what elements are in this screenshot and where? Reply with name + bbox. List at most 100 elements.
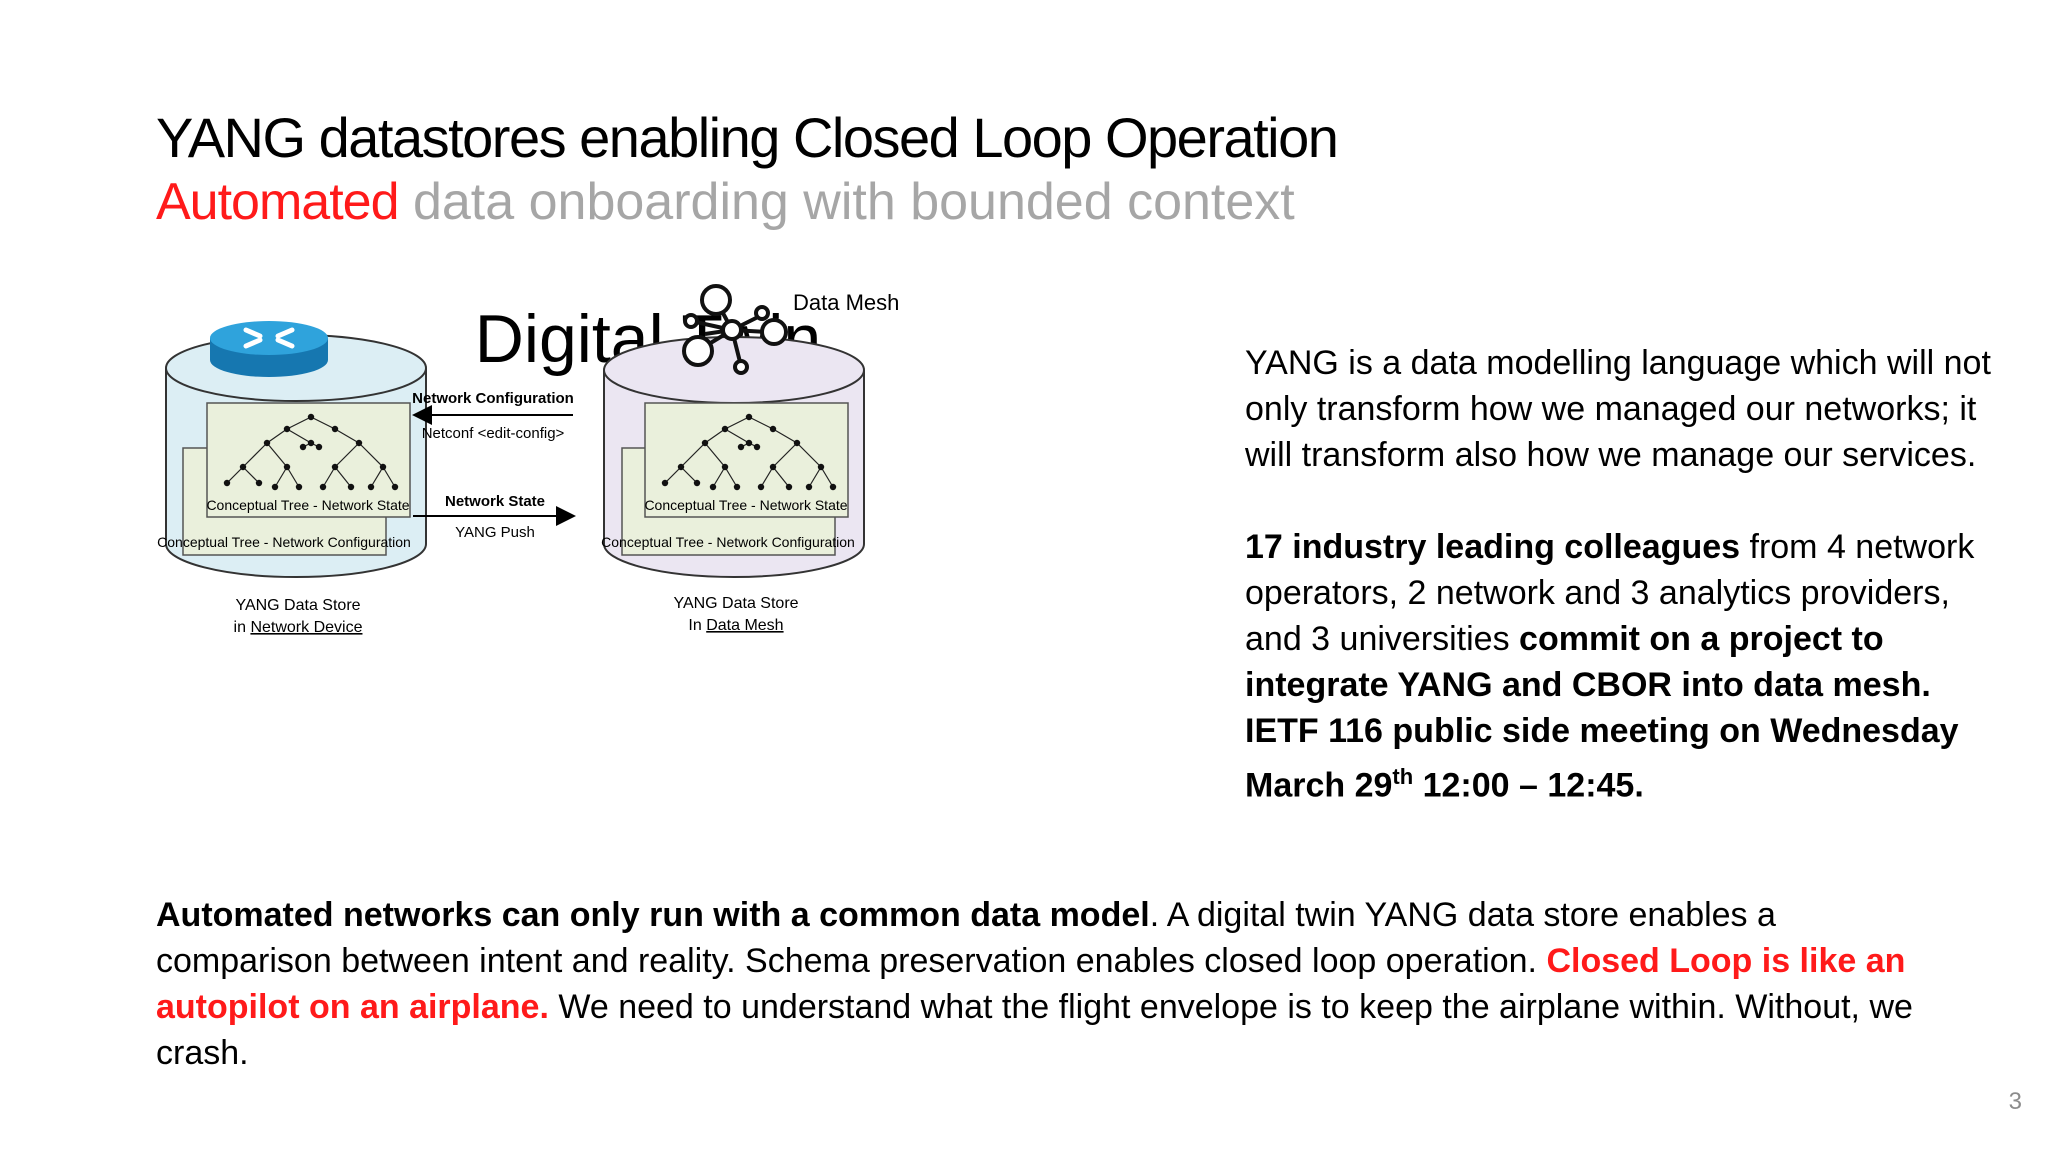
tree-edge — [680, 442, 706, 468]
left-state-tree — [223, 413, 399, 491]
right-caption-line2: In Data Mesh — [688, 617, 783, 634]
tree-node — [693, 479, 701, 487]
tree-node — [367, 483, 375, 491]
tree-edge — [358, 442, 384, 468]
tree-node — [315, 443, 323, 451]
right-caption-line1: YANG Data Store — [673, 595, 798, 612]
tree-node — [737, 443, 745, 451]
tree-edge — [772, 466, 790, 488]
tree-edge — [680, 466, 698, 484]
tree-node — [283, 425, 291, 433]
slide-title: YANG datastores enabling Closed Loop Ope… — [156, 106, 1339, 169]
tree-edge — [310, 416, 336, 430]
tree-edge — [796, 442, 822, 468]
tree-node — [805, 483, 813, 491]
right-config-tree-label: Conceptual Tree - Network Configuration — [601, 534, 855, 550]
tree-node — [319, 483, 327, 491]
tree-node — [355, 439, 363, 447]
tree-node — [757, 483, 765, 491]
tree-edge — [772, 428, 798, 444]
tree-node — [331, 463, 339, 471]
tree-node — [701, 439, 709, 447]
tree-node — [793, 439, 801, 447]
tree-edge — [808, 466, 822, 488]
tree-edge — [382, 466, 396, 488]
tree-edge — [724, 466, 738, 488]
tree-edge — [286, 466, 300, 488]
tree-node — [307, 413, 315, 421]
tree-node — [379, 463, 387, 471]
right-state-tree — [661, 413, 837, 491]
tree-node — [239, 463, 247, 471]
tree-node — [295, 483, 303, 491]
tree-edge — [370, 466, 384, 488]
tree-edge — [322, 466, 336, 488]
tree-edge — [226, 466, 244, 484]
tree-edge — [242, 466, 260, 484]
tree-node — [391, 483, 399, 491]
arrow-config-title: Network Configuration — [412, 390, 574, 407]
tree-node — [829, 483, 837, 491]
right-state-tree-panel: Conceptual Tree - Network State — [644, 402, 849, 518]
page-number: 3 — [2008, 1088, 2022, 1115]
left-config-tree-label: Conceptual Tree - Network Configuration — [157, 534, 411, 550]
right-caption-link: Data Mesh — [706, 617, 783, 634]
highlight-text: Closed Loop is like an autopilot on an a… — [156, 942, 1906, 1026]
right-paragraph-1: YANG is a data modelling language which … — [1245, 344, 1991, 474]
arrow-state-title: Network State — [445, 493, 545, 510]
tree-node — [721, 463, 729, 471]
tree-edge — [266, 428, 288, 444]
tree-node — [307, 439, 315, 447]
slide-subtitle: Automated data onboarding with bounded c… — [156, 170, 1295, 234]
tree-node — [769, 425, 777, 433]
tree-node — [733, 483, 741, 491]
subtitle-accent: Automated — [156, 173, 399, 231]
tree-edge — [820, 466, 834, 488]
router-icon — [210, 321, 328, 377]
tree-node — [677, 463, 685, 471]
tree-node — [745, 439, 753, 447]
tree-node — [785, 483, 793, 491]
tree-edge — [724, 416, 750, 430]
tree-edge — [724, 428, 750, 444]
arrow-state-subtitle: YANG Push — [455, 524, 535, 541]
left-state-tree-panel: Conceptual Tree - Network State — [206, 402, 411, 518]
left-caption-link: Network Device — [250, 619, 362, 636]
tree-node — [283, 463, 291, 471]
right-paragraph-2: 17 industry leading colleagues from 4 ne… — [1245, 528, 1975, 805]
tree-edge — [712, 466, 726, 488]
subtitle-rest: data onboarding with bounded context — [398, 173, 1295, 231]
data-mesh-label: Data Mesh — [793, 290, 899, 315]
tree-edge — [286, 416, 312, 430]
tree-edge — [266, 442, 288, 468]
tree-node — [721, 425, 729, 433]
tree-node — [331, 425, 339, 433]
right-state-tree-label: Conceptual Tree - Network State — [644, 497, 847, 513]
left-caption-line1: YANG Data Store — [235, 597, 360, 614]
tree-node — [263, 439, 271, 447]
tree-node — [661, 479, 669, 487]
tree-edge — [704, 442, 726, 468]
tree-node — [271, 483, 279, 491]
tree-node — [745, 413, 753, 421]
tree-node — [769, 463, 777, 471]
left-state-tree-label: Conceptual Tree - Network State — [206, 497, 409, 513]
bottom-text-block: Automated networks can only run with a c… — [156, 896, 1913, 1072]
tree-node — [347, 483, 355, 491]
tree-node — [817, 463, 825, 471]
tree-node — [255, 479, 263, 487]
tree-node — [753, 443, 761, 451]
left-caption-line2: in Network Device — [234, 619, 363, 636]
tree-edge — [704, 428, 726, 444]
right-text-block: YANG is a data modelling language which … — [1245, 340, 2005, 854]
tree-node — [299, 443, 307, 451]
arrow-config-subtitle: Netconf <edit-config> — [422, 425, 565, 442]
tree-edge — [748, 416, 774, 430]
tree-edge — [334, 466, 352, 488]
tree-edge — [334, 428, 360, 444]
data-mesh-icon — [682, 284, 788, 375]
tree-edge — [242, 442, 268, 468]
tree-edge — [760, 466, 774, 488]
tree-node — [709, 483, 717, 491]
tree-edge — [274, 466, 288, 488]
